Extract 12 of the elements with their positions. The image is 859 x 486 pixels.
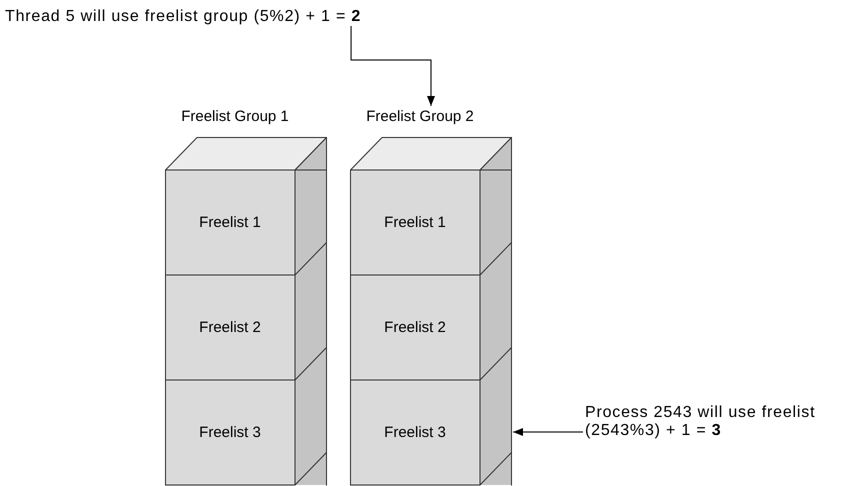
- freelist-block: Freelist 1: [165, 170, 327, 275]
- freelist-block: Freelist 1: [350, 170, 512, 275]
- annotation-text: Thread 5 will use freelist group (5%2) + 1 = 2: [5, 8, 362, 26]
- freelist-block: Freelist 2: [165, 275, 327, 380]
- freelist-block: Freelist 2: [350, 275, 512, 380]
- group-heading: Freelist Group 2: [365, 108, 475, 125]
- annotation-text: Process 2543 will use freelist (2543%3) + 1 = 3: [585, 404, 850, 440]
- freelist-block: Freelist 3: [165, 380, 327, 485]
- arrow: [512, 428, 584, 436]
- freelist-block: Freelist 3: [350, 380, 512, 485]
- group-heading: Freelist Group 1: [180, 108, 290, 125]
- arrow: [350, 26, 435, 106]
